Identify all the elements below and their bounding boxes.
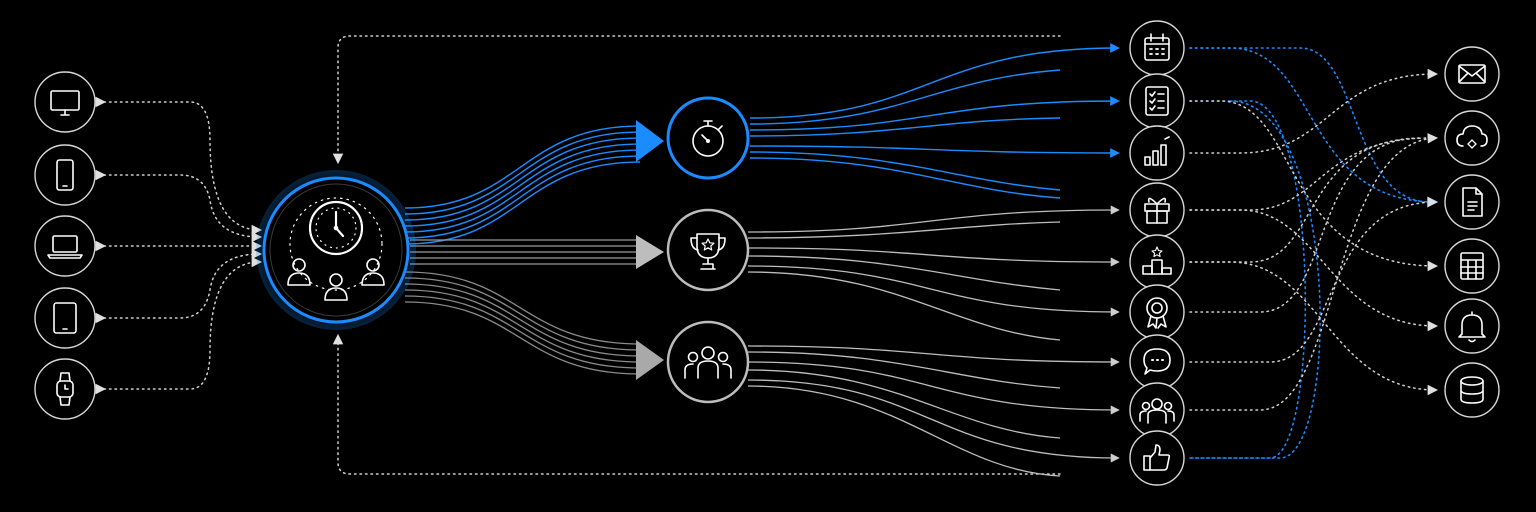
laptop-icon[interactable] (34, 215, 96, 277)
thumbs-up-icon[interactable] (1129, 430, 1185, 486)
bar-chart-icon[interactable] (1129, 125, 1185, 181)
trophy-icon (690, 233, 726, 270)
smartwatch-icon[interactable] (34, 358, 96, 420)
cloud-sync-icon[interactable] (1444, 110, 1500, 166)
award-ribbon-icon[interactable] (1129, 284, 1185, 340)
gift-icon[interactable] (1129, 182, 1185, 238)
spreadsheet-icon[interactable] (1444, 238, 1500, 294)
stage-column (666, 96, 750, 404)
output-column (1444, 46, 1500, 418)
database-icon[interactable] (1444, 362, 1500, 418)
bell-icon[interactable] (1444, 298, 1500, 354)
calendar-icon[interactable] (1129, 20, 1185, 76)
device-connectors (95, 96, 263, 395)
hub-to-team-stream (404, 271, 664, 380)
trophy-to-features-stream (747, 205, 1120, 341)
checklist-icon[interactable] (1129, 73, 1185, 129)
hub-to-stopwatch-stream (404, 120, 664, 245)
team-icon (684, 346, 732, 379)
stopwatch-icon (692, 120, 724, 157)
smartphone-icon[interactable] (34, 144, 96, 206)
feature-column (1129, 20, 1185, 486)
chat-bubble-icon[interactable] (1129, 334, 1185, 390)
tablet-icon[interactable] (34, 287, 96, 349)
feedback-loop (332, 35, 1061, 475)
document-icon[interactable] (1444, 174, 1500, 230)
hub-to-trophy-stream (410, 235, 664, 269)
podium-icon[interactable] (1129, 234, 1185, 290)
feature-output-connectors (1189, 47, 1439, 459)
device-column (34, 71, 96, 420)
clock-with-team-icon (287, 197, 385, 301)
envelope-icon[interactable] (1444, 46, 1500, 102)
stage-team[interactable] (666, 320, 750, 404)
stage-trophy[interactable] (666, 208, 750, 292)
monitor-icon[interactable] (34, 71, 96, 133)
team-to-features-stream (747, 345, 1120, 477)
stopwatch-to-features-stream (749, 43, 1120, 199)
group-icon[interactable] (1129, 382, 1185, 438)
hub-node[interactable] (256, 170, 416, 330)
stage-stopwatch[interactable] (666, 96, 750, 180)
